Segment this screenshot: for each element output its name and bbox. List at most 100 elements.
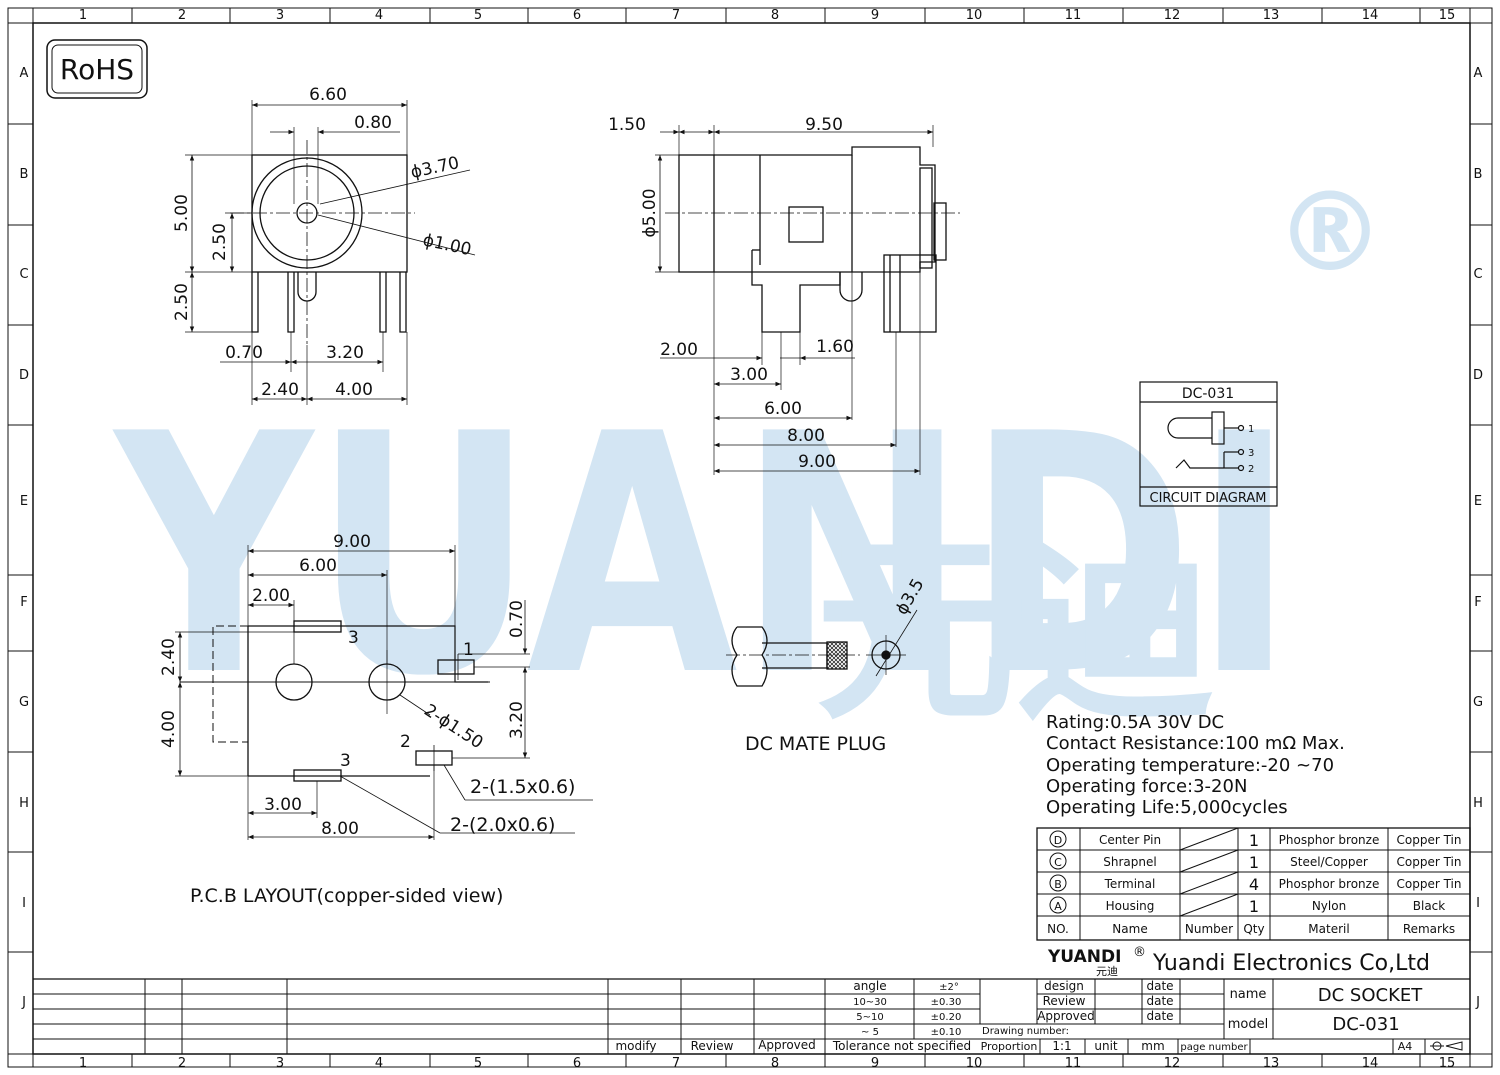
pcb-dim-6: 6.00 [299, 556, 337, 576]
bom-row-1-name: Center Pin [1099, 833, 1161, 847]
grid-col-bottom-9: 9 [871, 1056, 879, 1071]
pcb-pin-1: 1 [463, 640, 474, 660]
pcb-dim-2: 2.00 [252, 586, 290, 606]
dim-pin-a: 0.70 [225, 343, 263, 363]
side-view-dims: 1.50 9.50 ϕ5.00 2.00 1.60 3.00 6.00 8.00… [608, 115, 854, 472]
tb-date-2: date [1146, 994, 1173, 1008]
grid-col-bottom-4: 4 [375, 1056, 383, 1071]
grid-col-bottom-15: 15 [1439, 1056, 1456, 1071]
tb-name-value: DC SOCKET [1318, 985, 1423, 1006]
pcb-pin-3-bottom: 3 [340, 751, 351, 771]
grid-col-top-11: 11 [1065, 8, 1082, 23]
watermark-chinese: 元迪 [815, 515, 1215, 748]
rev-review: Review [691, 1039, 734, 1053]
grid-col-top-13: 13 [1263, 8, 1280, 23]
watermark-brand: YUANDI [111, 364, 1295, 748]
grid-col-top-1: 1 [79, 8, 87, 23]
grid-row-left-B: B [20, 167, 29, 182]
dim-center-height: 2.50 [210, 223, 230, 261]
bom-table [1036, 827, 1471, 941]
grid-row-right-C: C [1473, 267, 1482, 282]
tol-value-3: ±0.10 [931, 1027, 962, 1038]
pcb-slot-b: 2-(2.0x0.6) [450, 814, 555, 836]
bom-row-2-no: C [1054, 856, 1062, 869]
spec-life: Operating Life:5,000cycles [1046, 797, 1288, 818]
pcb-slot-a: 2-(1.5x0.6) [470, 776, 575, 798]
dim-foot-a: 2.40 [261, 380, 299, 400]
bom-row-2-name: Shrapnel [1103, 855, 1156, 869]
grid-row-right-A: A [1474, 66, 1483, 81]
dim-d9: 9.00 [798, 452, 836, 472]
watermark: YUANDI ® 元迪 [111, 168, 1385, 748]
dim-d6: 6.00 [764, 399, 802, 419]
grid-col-bottom-14: 14 [1362, 1056, 1379, 1071]
grid-row-right-H: H [1473, 796, 1483, 811]
bom-header-remarks: Remarks [1403, 922, 1455, 936]
watermark-registered: ® [1275, 168, 1385, 296]
bom-row-3-material: Phosphor bronze [1279, 877, 1380, 891]
tb-model-label: model [1228, 1017, 1268, 1032]
grid-row-right-E: E [1474, 494, 1482, 509]
tb-scale: 1:1 [1052, 1039, 1071, 1053]
tb-unit-value: mm [1141, 1039, 1164, 1053]
grid-row-left-C: C [19, 267, 28, 282]
tb-approved: Approved [1037, 1009, 1095, 1023]
grid-col-top-14: 14 [1362, 8, 1379, 23]
dim-body: 9.50 [805, 115, 843, 135]
tb-unit: unit [1094, 1039, 1118, 1053]
dim-height: 5.00 [172, 194, 192, 232]
bom-row-2-material: Steel/Copper [1290, 855, 1368, 869]
spec-contact-resistance: Contact Resistance:100 mΩ Max. [1046, 733, 1345, 754]
pcb-caption: P.C.B LAYOUT(copper-sided view) [190, 885, 503, 907]
front-view [185, 100, 476, 405]
tb-date-3: date [1146, 1009, 1173, 1023]
tb-page-number: page number [1180, 1042, 1248, 1053]
tol-value-1: ±0.30 [931, 997, 962, 1008]
dim-pin-dia: ϕ1.00 [421, 230, 473, 260]
grid-col-top-8: 8 [771, 8, 779, 23]
grid-col-bottom-8: 8 [771, 1056, 779, 1071]
tb-model-value: DC-031 [1332, 1014, 1399, 1035]
circuit-diagram [1139, 381, 1278, 507]
bom-row-3-remarks: Copper Tin [1397, 877, 1462, 891]
grid-col-bottom-2: 2 [178, 1056, 186, 1071]
bom-row-4-name: Housing [1106, 899, 1155, 913]
dim-front: 1.50 [608, 115, 646, 135]
rev-approved: Approved [758, 1038, 816, 1052]
dim-side-dia: ϕ5.00 [640, 188, 660, 237]
pcb-dim-800: 8.00 [321, 819, 359, 839]
rev-modify: modify [615, 1039, 656, 1053]
rohs-badge: RoHS [60, 53, 134, 86]
grid-row-right-B: B [1474, 167, 1483, 182]
dim-d3: 3.00 [730, 365, 768, 385]
dim-width: 6.60 [309, 85, 347, 105]
grid-col-top-6: 6 [573, 8, 581, 23]
grid-row-right-D: D [1473, 368, 1483, 383]
grid-col-bottom-13: 13 [1263, 1056, 1280, 1071]
pcb-dim-320: 3.20 [507, 701, 527, 739]
bom-row-4-qty: 1 [1249, 897, 1259, 916]
grid-col-top-5: 5 [474, 8, 482, 23]
spec-rating: Rating:0.5A 30V DC [1046, 712, 1224, 733]
dim-pin-b: 3.20 [326, 343, 364, 363]
grid-row-right-I: I [1476, 896, 1480, 911]
bom-row-1-material: Phosphor bronze [1279, 833, 1380, 847]
dim-d16: 1.60 [816, 337, 854, 357]
grid-row-left-A: A [20, 66, 29, 81]
grid-col-bottom-5: 5 [474, 1056, 482, 1071]
plug-caption: DC MATE PLUG [745, 733, 886, 755]
tol-angle-value: ±2° [939, 982, 959, 993]
circuit-title: DC-031 [1182, 386, 1234, 402]
dim-d2: 2.00 [660, 340, 698, 360]
tb-review: Review [1043, 994, 1086, 1008]
circuit-caption: CIRCUIT DIAGRAM [1150, 491, 1267, 506]
grid-row-left-E: E [20, 494, 28, 509]
tol-not-specified: Tolerance not specified [832, 1039, 971, 1053]
dim-hole-dia: ϕ3.70 [409, 153, 461, 183]
bom-row-1-no: D [1054, 834, 1062, 847]
grid-col-top-4: 4 [375, 8, 383, 23]
pcb-dim-240: 2.40 [159, 638, 179, 676]
tb-design: design [1044, 979, 1084, 993]
